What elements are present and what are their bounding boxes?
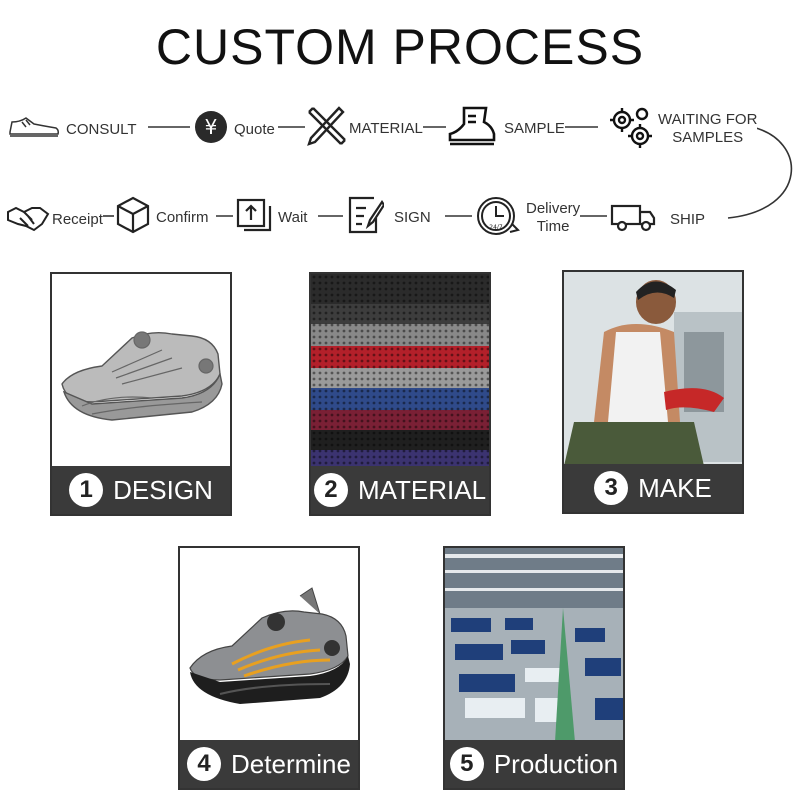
step-label: SHIP bbox=[670, 210, 706, 228]
step-number: 4 bbox=[187, 747, 222, 781]
card-design: 1 DESIGN bbox=[50, 272, 232, 516]
fabric-rolls-image bbox=[311, 274, 489, 468]
step-sample: SAMPLE bbox=[446, 106, 565, 150]
step-material: MATERIAL bbox=[305, 104, 423, 152]
flow-connector-lines bbox=[102, 126, 793, 219]
step-quote: ¥ Quote bbox=[194, 110, 275, 148]
step-consult: CONSULT bbox=[8, 114, 137, 144]
step-label: MATERIAL bbox=[349, 119, 423, 137]
step-confirm: Confirm bbox=[116, 196, 209, 238]
step-label: Quote bbox=[234, 120, 275, 138]
yen-symbol: ¥ bbox=[205, 115, 218, 139]
ruler-pencil-icon bbox=[305, 104, 347, 152]
step-number: 1 bbox=[69, 473, 104, 507]
card-label: DESIGN bbox=[113, 474, 213, 505]
step-label: Confirm bbox=[156, 208, 209, 226]
step-receipt: Receipt bbox=[6, 202, 103, 236]
card-label: MAKE bbox=[638, 472, 712, 503]
sneaker-icon bbox=[8, 114, 60, 144]
process-flow: CONSULT ¥ Quote MATERIAL SAMPLE bbox=[0, 100, 800, 250]
step-waiting-for-samples: WAITING FOR SAMPLES bbox=[608, 106, 758, 152]
step-label-line: SAMPLES bbox=[672, 129, 744, 146]
step-ship: SHIP bbox=[610, 202, 706, 236]
card-label: MATERIAL bbox=[357, 474, 487, 505]
step-label-line: Time bbox=[536, 218, 570, 235]
step-label: CONSULT bbox=[66, 120, 137, 138]
step-label: SAMPLE bbox=[504, 119, 565, 137]
high-top-shoe-icon bbox=[446, 106, 498, 150]
step-label-line: Delivery bbox=[526, 200, 581, 217]
step-label: Receipt bbox=[52, 210, 103, 228]
shoe-photo-image bbox=[180, 548, 358, 742]
step-label: WAITING FOR SAMPLES bbox=[658, 111, 757, 147]
step-delivery-time: 24/7 Delivery Time bbox=[474, 194, 581, 242]
handshake-icon bbox=[6, 202, 50, 236]
worker-image bbox=[564, 272, 742, 466]
card-caption: 2 MATERIAL bbox=[311, 466, 489, 514]
card-caption: 4 Determine bbox=[180, 740, 358, 788]
upload-icon bbox=[236, 198, 272, 236]
sign-document-icon bbox=[348, 196, 386, 238]
card-make: 3 MAKE bbox=[562, 270, 744, 514]
card-label: Determine bbox=[231, 748, 351, 779]
truck-icon bbox=[610, 202, 656, 236]
clock-text: 24/7 bbox=[489, 224, 503, 231]
step-label: Delivery Time bbox=[526, 200, 580, 236]
step-label-line: WAITING FOR bbox=[658, 111, 758, 128]
card-caption: 1 DESIGN bbox=[52, 466, 230, 514]
factory-floor-image bbox=[445, 548, 623, 742]
yen-coin-icon: ¥ bbox=[194, 110, 228, 148]
gears-icon bbox=[608, 106, 652, 152]
card-production: 5 Production bbox=[443, 546, 625, 790]
sketch-shoe-image bbox=[52, 274, 230, 468]
step-number: 2 bbox=[313, 473, 348, 507]
clock-24-7-icon: 24/7 bbox=[474, 194, 520, 242]
card-caption: 5 Production bbox=[445, 740, 623, 788]
card-caption: 3 MAKE bbox=[564, 464, 742, 512]
step-label: Wait bbox=[278, 208, 308, 226]
step-label: SIGN bbox=[394, 208, 431, 226]
step-sign: SIGN bbox=[348, 196, 431, 238]
box-icon bbox=[116, 196, 150, 238]
card-determine: 4 Determine bbox=[178, 546, 360, 790]
step-number: 5 bbox=[449, 747, 484, 781]
step-number: 3 bbox=[594, 471, 629, 505]
step-wait: Wait bbox=[236, 198, 308, 236]
card-label: Production bbox=[493, 748, 619, 779]
page-title: CUSTOM PROCESS bbox=[155, 19, 645, 75]
card-material: 2 MATERIAL bbox=[309, 272, 491, 516]
